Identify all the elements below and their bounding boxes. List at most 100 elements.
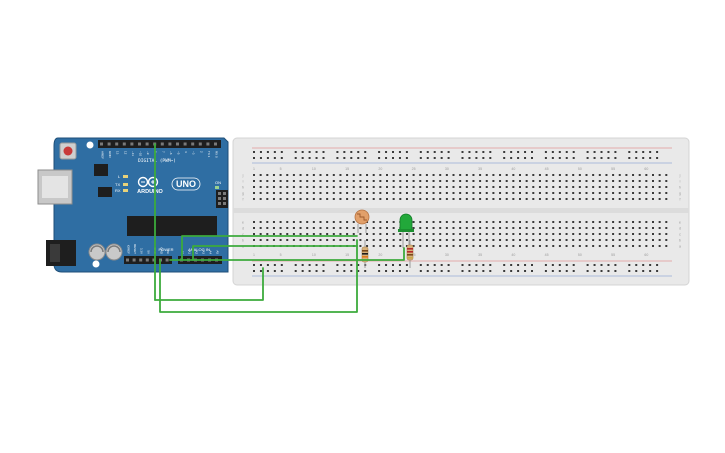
reset-button-cap[interactable]: [63, 146, 73, 156]
terminal-hole[interactable]: [306, 186, 309, 188]
rail-hole[interactable]: [343, 157, 346, 159]
terminal-hole[interactable]: [359, 245, 362, 247]
terminal-hole[interactable]: [665, 174, 668, 176]
terminal-hole[interactable]: [332, 233, 335, 235]
terminal-hole[interactable]: [572, 174, 575, 176]
terminal-hole[interactable]: [618, 233, 621, 235]
terminal-hole[interactable]: [319, 174, 322, 176]
terminal-hole[interactable]: [272, 221, 275, 223]
rail-hole[interactable]: [482, 151, 485, 153]
rail-hole[interactable]: [273, 151, 276, 153]
terminal-hole[interactable]: [452, 239, 455, 241]
terminal-hole[interactable]: [605, 227, 608, 229]
rail-hole[interactable]: [656, 264, 659, 266]
terminal-hole[interactable]: [379, 198, 382, 200]
terminal-hole[interactable]: [465, 227, 468, 229]
terminal-hole[interactable]: [652, 233, 654, 235]
header-pin[interactable]: [214, 142, 217, 146]
rail-hole[interactable]: [385, 151, 388, 153]
terminal-hole[interactable]: [366, 180, 369, 182]
terminal-hole[interactable]: [439, 192, 442, 194]
photoresistor[interactable]: [354, 209, 370, 233]
terminal-hole[interactable]: [479, 221, 482, 223]
terminal-hole[interactable]: [392, 174, 395, 176]
terminal-hole[interactable]: [286, 239, 289, 241]
rail-hole[interactable]: [315, 264, 318, 266]
terminal-hole[interactable]: [572, 227, 575, 229]
rail-hole[interactable]: [405, 157, 408, 159]
terminal-hole[interactable]: [625, 174, 628, 176]
terminal-hole[interactable]: [479, 180, 482, 182]
terminal-hole[interactable]: [578, 186, 581, 188]
terminal-hole[interactable]: [538, 245, 541, 247]
terminal-hole[interactable]: [592, 239, 595, 241]
terminal-hole[interactable]: [665, 239, 668, 241]
terminal-hole[interactable]: [279, 221, 282, 223]
terminal-hole[interactable]: [552, 198, 555, 200]
terminal-hole[interactable]: [272, 180, 275, 182]
terminal-hole[interactable]: [379, 233, 382, 235]
terminal-hole[interactable]: [399, 180, 402, 182]
terminal-hole[interactable]: [352, 227, 355, 229]
terminal-hole[interactable]: [306, 233, 309, 235]
terminal-hole[interactable]: [658, 192, 661, 194]
terminal-hole[interactable]: [253, 233, 255, 235]
terminal-hole[interactable]: [272, 233, 275, 235]
terminal-hole[interactable]: [266, 186, 269, 188]
terminal-hole[interactable]: [598, 233, 601, 235]
terminal-hole[interactable]: [485, 227, 488, 229]
rail-hole[interactable]: [426, 270, 429, 272]
header-pin[interactable]: [145, 142, 149, 146]
terminal-hole[interactable]: [332, 227, 335, 229]
terminal-hole[interactable]: [598, 174, 601, 176]
rail-hole[interactable]: [301, 264, 304, 266]
terminal-hole[interactable]: [379, 174, 382, 176]
rail-hole[interactable]: [440, 157, 443, 159]
terminal-hole[interactable]: [572, 245, 575, 247]
terminal-hole[interactable]: [266, 227, 269, 229]
terminal-hole[interactable]: [459, 227, 462, 229]
terminal-hole[interactable]: [538, 192, 541, 194]
terminal-hole[interactable]: [479, 245, 482, 247]
terminal-hole[interactable]: [366, 198, 369, 200]
terminal-hole[interactable]: [558, 245, 561, 247]
terminal-hole[interactable]: [565, 221, 568, 223]
terminal-hole[interactable]: [618, 192, 621, 194]
rail-hole[interactable]: [273, 270, 276, 272]
terminal-hole[interactable]: [445, 239, 448, 241]
terminal-hole[interactable]: [253, 186, 255, 188]
terminal-hole[interactable]: [505, 221, 508, 223]
terminal-hole[interactable]: [253, 239, 255, 241]
terminal-hole[interactable]: [485, 192, 488, 194]
rail-hole[interactable]: [565, 151, 568, 153]
terminal-hole[interactable]: [558, 180, 561, 182]
terminal-hole[interactable]: [665, 245, 668, 247]
terminal-hole[interactable]: [425, 186, 428, 188]
rail-hole[interactable]: [558, 270, 561, 272]
led-body[interactable]: [399, 213, 413, 231]
rail-hole[interactable]: [433, 270, 436, 272]
terminal-hole[interactable]: [359, 174, 362, 176]
terminal-hole[interactable]: [332, 239, 335, 241]
terminal-hole[interactable]: [585, 174, 588, 176]
rail-hole[interactable]: [600, 270, 603, 272]
rail-hole[interactable]: [398, 151, 401, 153]
terminal-hole[interactable]: [299, 174, 302, 176]
terminal-hole[interactable]: [645, 174, 648, 176]
rail-hole[interactable]: [253, 264, 255, 266]
rail-hole[interactable]: [315, 151, 318, 153]
terminal-hole[interactable]: [452, 186, 455, 188]
terminal-hole[interactable]: [445, 192, 448, 194]
terminal-hole[interactable]: [339, 239, 342, 241]
terminal-hole[interactable]: [645, 192, 648, 194]
terminal-hole[interactable]: [618, 227, 621, 229]
terminal-hole[interactable]: [445, 245, 448, 247]
terminal-hole[interactable]: [359, 239, 362, 241]
terminal-hole[interactable]: [392, 186, 395, 188]
terminal-hole[interactable]: [632, 180, 635, 182]
terminal-hole[interactable]: [412, 198, 415, 200]
terminal-hole[interactable]: [412, 245, 415, 247]
terminal-hole[interactable]: [638, 198, 641, 200]
terminal-hole[interactable]: [632, 221, 635, 223]
terminal-hole[interactable]: [319, 180, 322, 182]
